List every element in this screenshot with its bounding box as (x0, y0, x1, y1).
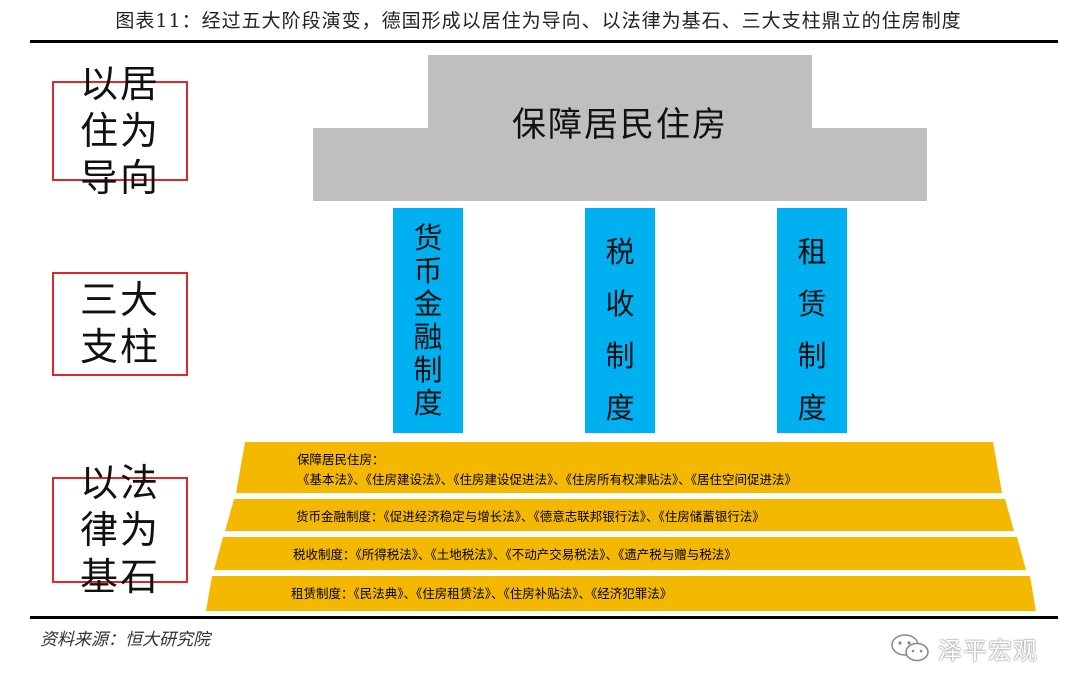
roof-label: 保障居民住房 (512, 105, 728, 145)
label-law-foundation: 以法律为基石 (52, 461, 188, 599)
law-row-tax: 税收制度：《所得税法》、《土地税法》、《不动产交易税法》、《遗产税与赠与税法》 (293, 547, 737, 562)
roof-upper-block (428, 55, 812, 130)
label-three-pillars: 三大支柱 (52, 272, 188, 376)
wechat-icon (891, 634, 929, 662)
figure-title: 图表11：经过五大阶段演变，德国形成以居住为导向、以法律为基石、三大支柱鼎立的住… (115, 10, 962, 32)
watermark: 泽平宏观 (890, 628, 1038, 668)
law-row-housing-heading: 保障居民住房： (297, 452, 385, 467)
source-note: 资料来源：恒大研究院 (40, 630, 210, 650)
label-three-pillars-text: 三大支柱 (79, 278, 160, 369)
roof-lower-block (313, 128, 927, 201)
law-row-monetary: 货币金融制度：《促进经济稳定与增长法》、《德意志联邦银行法》、《住房储蓄银行法》 (296, 509, 765, 524)
label-housing-oriented-text: 以居住为导向 (79, 61, 160, 200)
law-row-rental: 租赁制度：《民法典》、《住房租赁法》、《住房补贴法》、《经济犯罪法》 (291, 586, 673, 601)
bottom-rule (30, 616, 1058, 619)
pillar-monetary-finance: 货币金融制度 (393, 208, 463, 433)
law-row-housing-laws: 《基本法》、《住房建设法》、《住房建设促进法》、《住房所有权津贴法》、《居住空间… (297, 472, 798, 487)
pillar-rental-label: 租赁制度 (797, 235, 827, 425)
label-housing-oriented: 以居住为导向 (52, 62, 188, 200)
watermark-text: 泽平宏观 (938, 636, 1038, 665)
pillar-rental: 租赁制度 (777, 208, 847, 433)
pillar-taxation-label: 税收制度 (605, 235, 635, 425)
top-rule (30, 40, 1058, 43)
pillar-taxation: 税收制度 (585, 208, 655, 433)
pillar-monetary-finance-label: 货币金融制度 (413, 221, 443, 420)
label-law-foundation-text: 以法律为基石 (79, 460, 160, 599)
